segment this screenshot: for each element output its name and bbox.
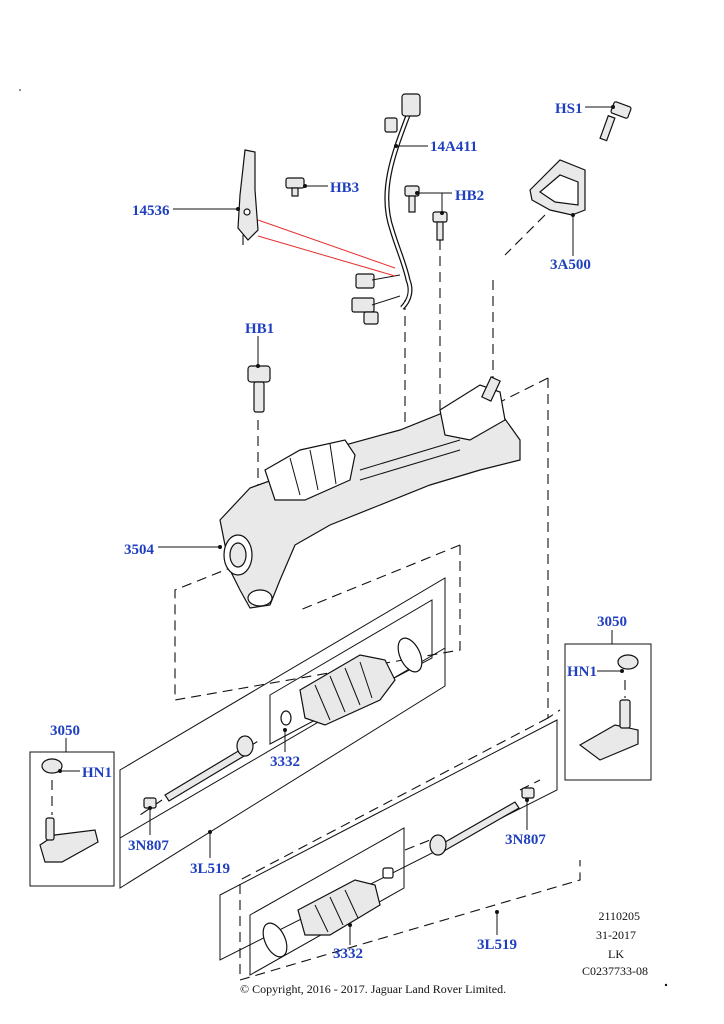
label-3a500: 3A500 bbox=[550, 257, 591, 273]
reference-line-1: 2110205 bbox=[598, 909, 640, 923]
reference-block: 2110205 31-2017 LK C0237733-08 bbox=[582, 909, 668, 987]
label-3504: 3504 bbox=[124, 542, 155, 558]
boot-3332-lower bbox=[262, 867, 394, 958]
leader-lines bbox=[58, 105, 624, 945]
label-hn1-right: HN1 bbox=[567, 664, 597, 680]
label-hb1: HB1 bbox=[245, 321, 274, 337]
harness-connector-b bbox=[351, 297, 375, 313]
red-reference-lines bbox=[257, 219, 396, 277]
tie-rod-end-3050-left bbox=[39, 758, 99, 863]
label-3050-right: 3050 bbox=[597, 614, 627, 630]
assembly-frames bbox=[29, 577, 652, 976]
bracket-14536 bbox=[237, 149, 259, 241]
label-3332-upper: 3332 bbox=[270, 754, 300, 770]
label-hs1: HS1 bbox=[555, 101, 583, 117]
reference-line-2: 31-2017 bbox=[596, 928, 636, 942]
label-3050-left: 3050 bbox=[50, 723, 80, 739]
steering-gear-3504 bbox=[219, 376, 521, 609]
bolt-hb3 bbox=[285, 177, 305, 197]
boot-3332-upper bbox=[280, 637, 423, 726]
label-3332-lower: 3332 bbox=[333, 946, 363, 962]
tie-rod-3l519-left bbox=[143, 735, 254, 809]
tie-rod-3l519-right bbox=[429, 787, 535, 856]
label-14a411: 14A411 bbox=[430, 139, 478, 155]
callout-labels: HS1 14A411 HB3 HB2 14536 3A500 HB1 3504 … bbox=[50, 101, 627, 962]
label-14536: 14536 bbox=[132, 203, 170, 219]
bolt-hb2 bbox=[404, 185, 448, 241]
harness-connector-a bbox=[355, 273, 375, 289]
bracket-3a500 bbox=[529, 159, 586, 216]
label-hb2: HB2 bbox=[455, 188, 484, 204]
reference-line-3: LK bbox=[608, 947, 624, 961]
label-hn1-left: HN1 bbox=[82, 765, 112, 781]
wiring-harness bbox=[351, 93, 421, 325]
tie-rod-end-3050-right bbox=[578, 654, 639, 761]
label-hb3: HB3 bbox=[330, 180, 359, 196]
bolt-hb1 bbox=[247, 365, 271, 413]
label-3n807-right: 3N807 bbox=[505, 832, 546, 848]
copyright-notice: © Copyright, 2016 - 2017. Jaguar Land Ro… bbox=[240, 982, 506, 996]
dashed-guide-lines bbox=[51, 214, 626, 981]
reference-line-4: C0237733-08 bbox=[582, 964, 648, 978]
label-3l519-right: 3L519 bbox=[477, 937, 517, 953]
label-3n807-left: 3N807 bbox=[128, 838, 169, 854]
label-3l519-left: 3L519 bbox=[190, 861, 230, 877]
harness-connector-top bbox=[401, 93, 421, 117]
